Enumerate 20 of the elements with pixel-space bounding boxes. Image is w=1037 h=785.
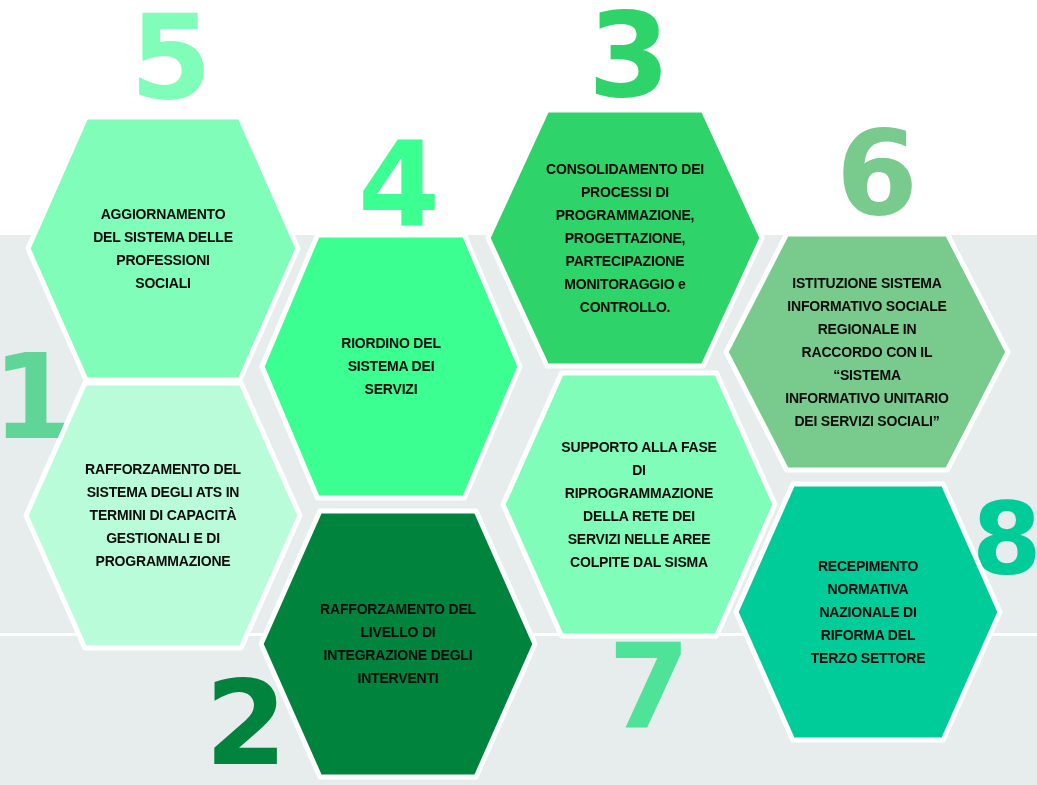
hexagon-text: CONSOLIDAMENTO DEI PROCESSI DI PROGRAMMAZIONE, PROGETTAZIONE, PARTECIPAZIONE MONITORAGGIO e CONTROLLO. — [545, 159, 705, 317]
hexagon — [726, 234, 1008, 470]
step-number: 6 — [836, 114, 915, 232]
hexagon-text: RAFFORZAMENTO DEL SISTEMA DEGLI ATS IN TERMINI DI CAPACITÀ GESTIONALI E DI PROGRAMMAZIONE — [84, 460, 242, 571]
hexagon-text: RIORDINO DEL SISTEMA DEI SERVIZI — [340, 334, 442, 399]
hexagon-text: AGGIORNAMENTO DEL SISTEMA DELLE PROFESSIONI SOCIALI — [92, 204, 234, 293]
hexagon-text: SUPPORTO ALLA FASE DI RIPROGRAMMAZIONE DELLA RETE DEI SERVIZI NELLE AREE COLPITE DAL SISMA — [560, 437, 718, 572]
step-number: 2 — [205, 664, 284, 782]
step-number: 3 — [588, 0, 667, 114]
hexagon — [488, 110, 762, 366]
hexagon — [262, 235, 520, 498]
step-number: 7 — [608, 628, 687, 746]
hexagon-text: ISTITUZIONE SISTEMA INFORMATIVO SOCIALE REGIONALE IN RACCORDO CON IL “SISTEMA INFORMATIVO UNITARIO DEI SERVIZI SOCIALI” — [784, 273, 950, 431]
hexagon-text: RAFFORZAMENTO DEL LIVELLO DI INTEGRAZIONE DEGLI INTERVENTI — [319, 600, 477, 688]
hexagon-text: RECEPIMENTO NORMATIVA NAZIONALE DI RIFORMA DEL TERZO SETTORE — [809, 556, 927, 668]
step-number: 8 — [972, 490, 1037, 590]
step-number: 5 — [130, 0, 209, 116]
step-number: 1 — [0, 338, 71, 456]
step-number: 4 — [358, 126, 437, 244]
hexagon — [503, 373, 775, 636]
